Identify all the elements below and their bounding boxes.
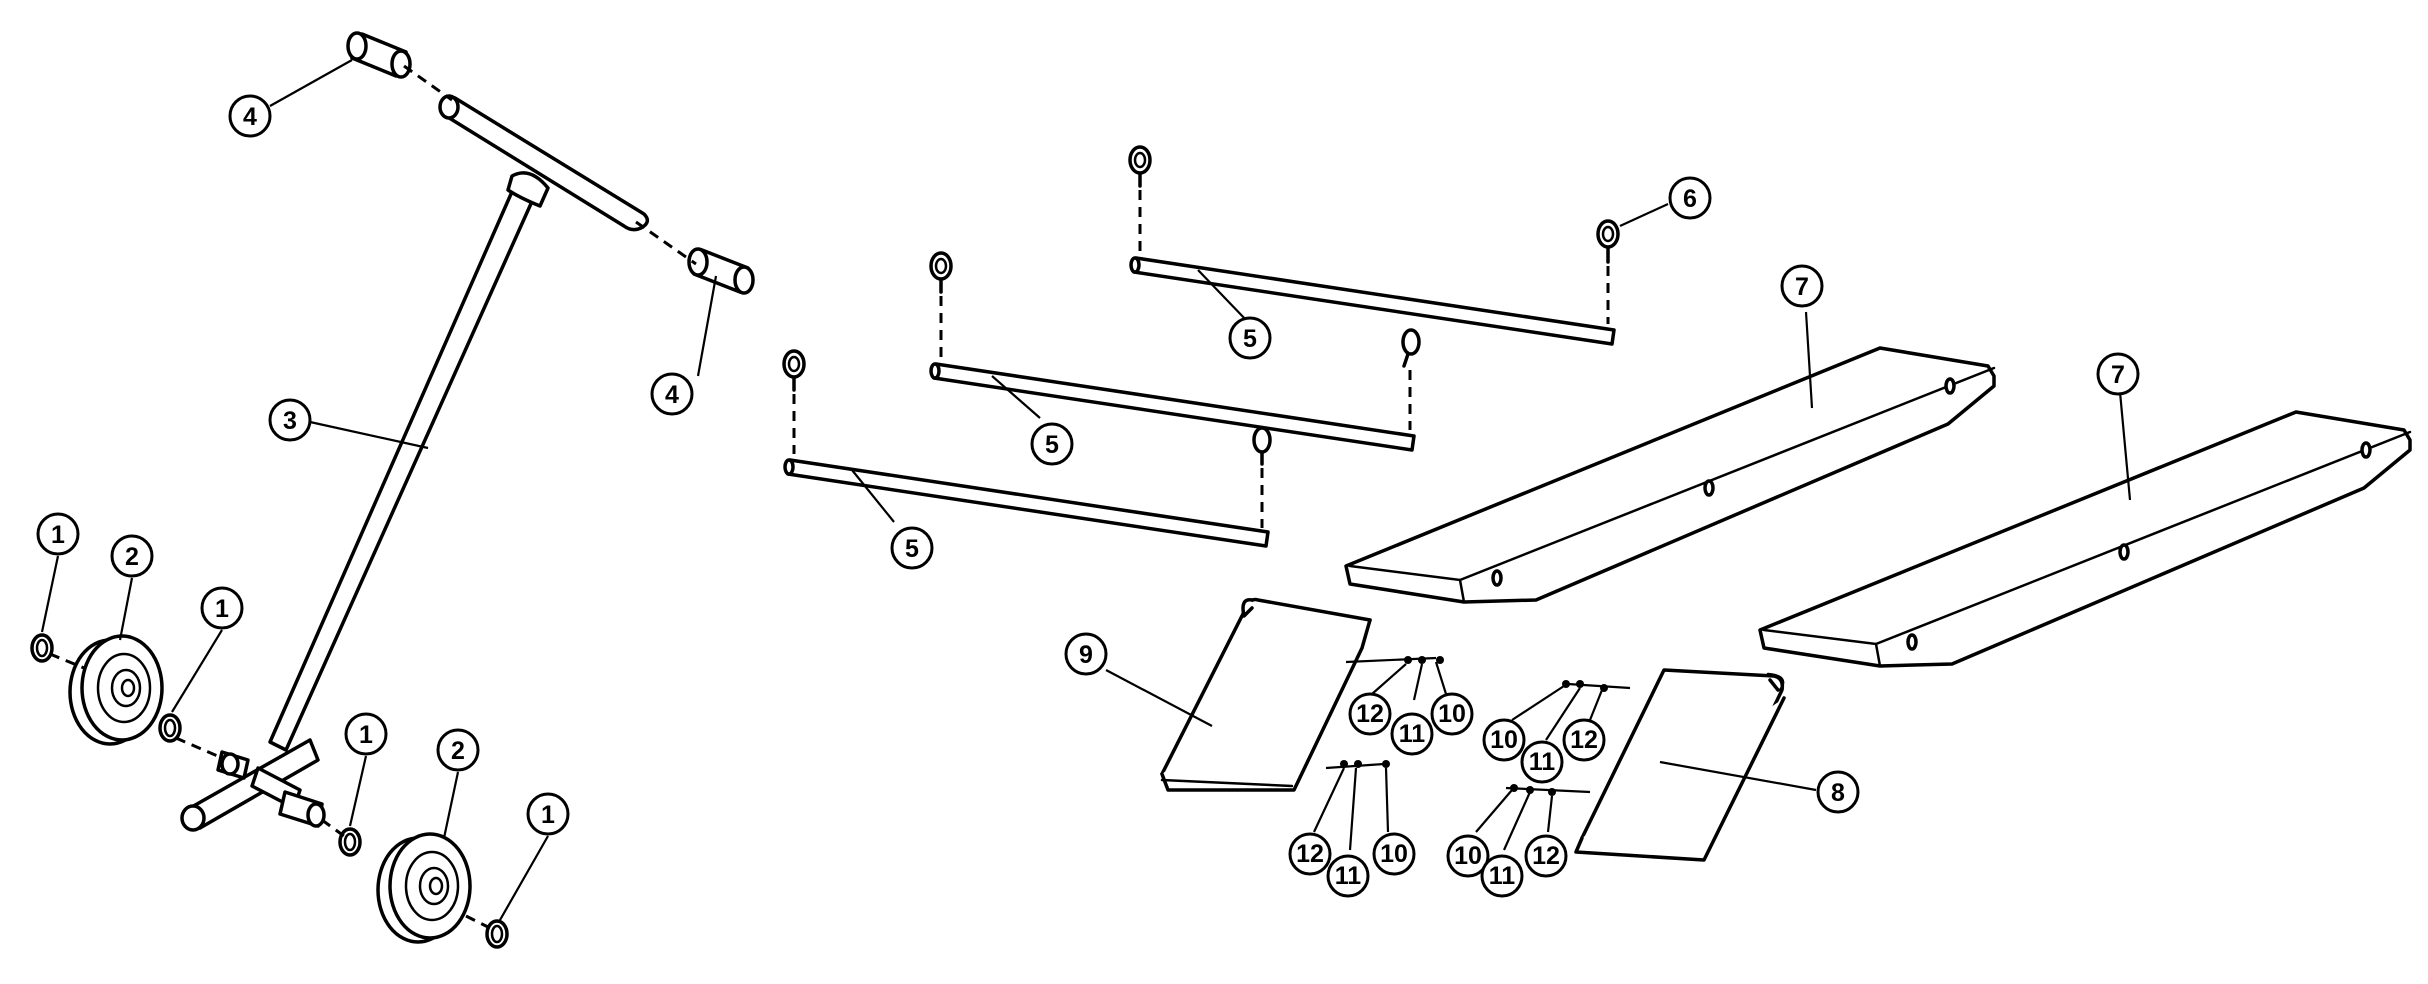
plate-left bbox=[1160, 597, 1372, 792]
pin-bottom-right bbox=[1252, 426, 1272, 466]
svg-text:3: 3 bbox=[283, 407, 297, 435]
callout-8: 8 bbox=[1816, 770, 1860, 814]
plate-right bbox=[1574, 668, 1786, 862]
callout-11: 11 bbox=[1520, 740, 1564, 784]
callout-balloons: 1 1 1 1 2 2 3 4 4 5 5 5 6 7 7 8 9 10 10 … bbox=[36, 94, 2140, 898]
callout-5: 5 bbox=[1030, 422, 1074, 466]
svg-text:11: 11 bbox=[1529, 748, 1556, 776]
svg-text:1: 1 bbox=[541, 801, 555, 829]
rods-and-pins bbox=[782, 145, 1620, 548]
svg-text:11: 11 bbox=[1399, 720, 1426, 748]
svg-text:5: 5 bbox=[1243, 325, 1257, 353]
svg-text:6: 6 bbox=[1683, 185, 1697, 213]
callout-2: 2 bbox=[110, 534, 154, 578]
end-cap-right bbox=[687, 247, 755, 295]
callout-5: 5 bbox=[890, 526, 934, 570]
callout-11: 11 bbox=[1390, 712, 1434, 756]
end-cap-top bbox=[346, 31, 412, 79]
callout-10: 10 bbox=[1372, 832, 1416, 876]
wheel-left bbox=[68, 634, 164, 746]
callout-7: 7 bbox=[2096, 352, 2140, 396]
svg-text:1: 1 bbox=[51, 521, 65, 549]
callout-10: 10 bbox=[1446, 834, 1490, 878]
callout-5: 5 bbox=[1228, 316, 1272, 360]
svg-text:10: 10 bbox=[1490, 726, 1518, 754]
svg-text:11: 11 bbox=[1489, 862, 1516, 890]
callout-1: 1 bbox=[200, 586, 244, 630]
pin-bottom-left bbox=[782, 349, 806, 392]
callout-9: 9 bbox=[1064, 632, 1108, 676]
rod-middle bbox=[929, 362, 1416, 452]
ramp-left bbox=[1344, 346, 1996, 604]
svg-text:1: 1 bbox=[359, 721, 373, 749]
svg-text:5: 5 bbox=[905, 535, 919, 563]
svg-text:12: 12 bbox=[1570, 726, 1598, 754]
callout-12: 12 bbox=[1288, 832, 1332, 876]
pin-middle-left bbox=[929, 251, 953, 294]
callout-10: 10 bbox=[1482, 718, 1526, 762]
pin-top-left bbox=[1128, 145, 1152, 188]
callout-4: 4 bbox=[650, 372, 694, 416]
svg-text:10: 10 bbox=[1454, 842, 1482, 870]
callout-1: 1 bbox=[344, 712, 388, 756]
callout-11: 11 bbox=[1326, 854, 1370, 898]
svg-text:8: 8 bbox=[1831, 779, 1845, 807]
handle-axle bbox=[180, 738, 326, 832]
svg-text:2: 2 bbox=[125, 543, 139, 571]
callout-2: 2 bbox=[436, 728, 480, 772]
callout-7: 7 bbox=[1780, 264, 1824, 308]
pin-middle-right bbox=[1401, 328, 1421, 368]
svg-text:5: 5 bbox=[1045, 431, 1059, 459]
svg-text:7: 7 bbox=[2111, 361, 2125, 389]
svg-text:4: 4 bbox=[665, 381, 679, 409]
callout-10: 10 bbox=[1430, 692, 1474, 736]
svg-text:10: 10 bbox=[1380, 840, 1408, 868]
handle-crossbar bbox=[438, 94, 650, 232]
svg-text:12: 12 bbox=[1296, 840, 1324, 868]
wheel-right bbox=[376, 832, 472, 944]
fasteners bbox=[1325, 656, 1631, 796]
rod-bottom bbox=[783, 458, 1270, 548]
callout-1: 1 bbox=[36, 512, 80, 556]
callout-1: 1 bbox=[526, 792, 570, 836]
svg-text:11: 11 bbox=[1335, 862, 1362, 890]
callout-6: 6 bbox=[1668, 176, 1712, 220]
pin-top-right bbox=[1596, 219, 1620, 264]
svg-text:9: 9 bbox=[1079, 641, 1093, 669]
svg-text:2: 2 bbox=[451, 737, 465, 765]
svg-text:1: 1 bbox=[215, 595, 229, 623]
callout-12: 12 bbox=[1562, 718, 1606, 762]
svg-text:10: 10 bbox=[1438, 700, 1466, 728]
callout-11: 11 bbox=[1480, 854, 1524, 898]
svg-text:4: 4 bbox=[243, 103, 257, 131]
callout-12: 12 bbox=[1524, 834, 1568, 878]
retaining-rings bbox=[30, 633, 509, 949]
svg-text:7: 7 bbox=[1795, 273, 1809, 301]
handle-shaft bbox=[268, 171, 550, 752]
callout-leaders bbox=[40, 59, 2132, 921]
rod-top bbox=[1129, 256, 1616, 346]
callout-4: 4 bbox=[228, 94, 272, 138]
callout-3: 3 bbox=[268, 398, 312, 442]
ramp-right bbox=[1758, 410, 2412, 668]
svg-text:12: 12 bbox=[1356, 700, 1384, 728]
handle-assembly bbox=[30, 31, 755, 949]
callout-12: 12 bbox=[1348, 692, 1392, 736]
svg-text:12: 12 bbox=[1532, 842, 1560, 870]
